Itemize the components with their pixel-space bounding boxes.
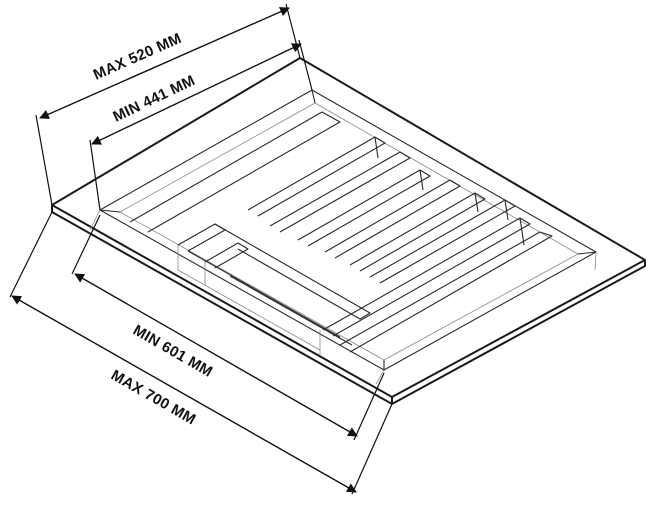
label-min-441: MIN 441 MM	[110, 72, 198, 126]
short-dividers	[247, 136, 516, 284]
tray-front-edge	[51, 205, 646, 405]
dimension-max-width: MAX 700 MM	[9, 211, 393, 495]
tray-inner-floor	[119, 102, 579, 361]
front-dividers	[177, 217, 553, 355]
back-long-divider	[129, 111, 341, 233]
dimension-max-depth: MAX 520 MM	[35, 3, 301, 206]
